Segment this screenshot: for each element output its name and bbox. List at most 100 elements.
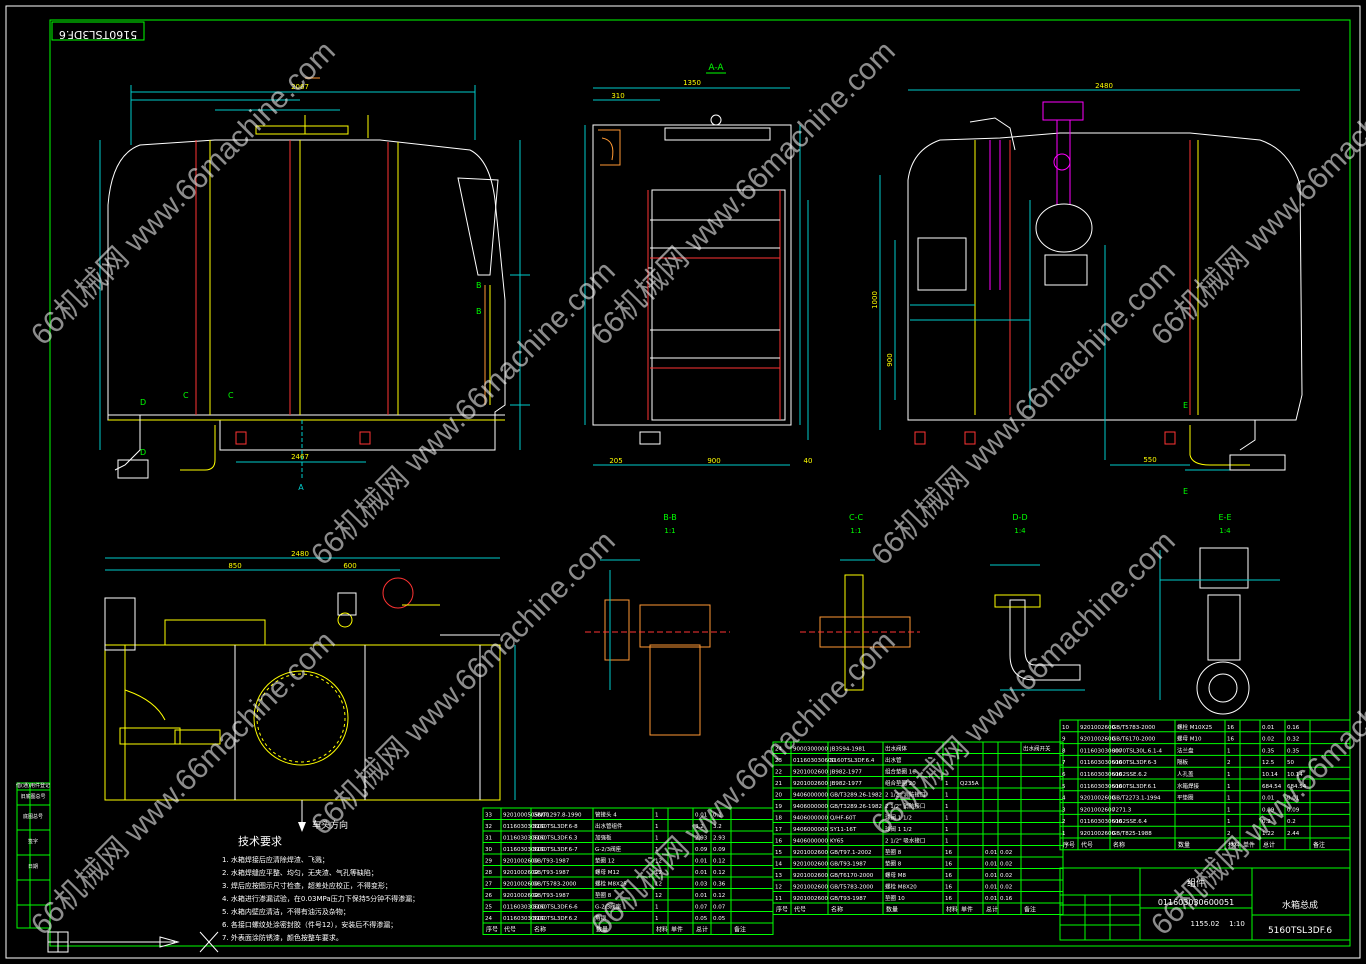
table-cell: 2 — [1227, 760, 1231, 766]
table-cell: 10.14 — [1287, 772, 1303, 778]
plan-dim-a: 850 — [228, 562, 241, 570]
tb-part-no: 011603030600051 — [1158, 898, 1234, 907]
bb-section: B-B 1:1 — [585, 513, 730, 736]
marker-c1: C — [183, 391, 189, 400]
table-cell: 平垫圈 — [1177, 794, 1194, 802]
side-dim-top: 2480 — [1095, 82, 1113, 90]
table-cell: 16 — [1227, 737, 1234, 743]
table-cell: 2 — [1227, 831, 1231, 837]
table-cell: 9406000000 — [793, 839, 828, 845]
table-cell: 16 — [945, 850, 952, 856]
table-header-cell: 材料 — [656, 926, 668, 934]
table-cell: 9201002600 — [1080, 807, 1115, 813]
table-cell: 30 — [485, 847, 492, 853]
table-cell: JB982-1977 — [829, 781, 862, 787]
table-header-cell: 备注 — [734, 926, 746, 934]
table-header-cell: 序号 — [486, 926, 498, 934]
table-cell: 7 — [1062, 760, 1066, 766]
table-cell: 12 — [775, 885, 782, 891]
table-cell: 0.01 — [695, 893, 707, 899]
bb-title: B-B — [663, 513, 677, 522]
table-cell: 011603030600 — [503, 847, 545, 853]
table-cell: GB/T1297.8-1990 — [533, 813, 582, 819]
table-cell: 2 1/2" 消防接口 — [885, 791, 925, 799]
marker-e2: E — [1183, 487, 1188, 496]
table-cell: 螺栓 M8X20 — [885, 883, 917, 891]
tech-requirement-line: 4. 水箱进行渗漏试验，在0.03MPa压力下保持5分钟不得渗漏； — [222, 894, 419, 903]
tech-title: 技术要求 — [238, 835, 282, 848]
table-cell: 16 — [945, 896, 952, 902]
marker-c2: C — [228, 391, 234, 400]
table-cell: 1 — [1227, 784, 1231, 790]
table-cell: 9201002600 — [503, 893, 538, 899]
table-cell: 2.93 — [713, 836, 726, 842]
table-cell: 1 — [655, 813, 659, 819]
dd-title: D-D — [1012, 513, 1027, 522]
side-dim-a: 900 — [886, 353, 894, 366]
table-cell: 0.02 — [1000, 862, 1012, 868]
table-cell: GB/T5783-2000 — [533, 882, 577, 888]
table-cell: 10.14 — [1262, 772, 1278, 778]
table-cell: 0.01 — [695, 870, 707, 876]
table-cell: 9201002600 — [793, 770, 828, 776]
dd-scale: 1:4 — [1014, 527, 1026, 535]
driving-direction: 车头方向 — [312, 819, 348, 831]
table-cell: 0.09 — [695, 847, 708, 853]
table-cell: 出水管 — [885, 756, 902, 764]
table-cell: 1 — [1062, 831, 1066, 837]
table-cell: 13 — [775, 873, 782, 879]
table-cell: 出水阀开关 — [1023, 745, 1051, 753]
dd-section: D-D 1:4 — [990, 513, 1085, 691]
table-cell: 3.2 — [713, 824, 722, 830]
left-strip-label: 底图总号 — [23, 813, 43, 820]
table-cell: 12 — [655, 882, 662, 888]
table-cell: 7271.3 — [1112, 807, 1132, 813]
plan-dim-top: 2480 — [291, 550, 309, 558]
table-cell: 011603030600 — [503, 916, 545, 922]
table-cell: 23 — [775, 758, 782, 764]
table-cell: 22 — [775, 770, 782, 776]
table-cell: GB/T6170-2000 — [1112, 737, 1156, 743]
table-cell: 5160TSL3DF.6-3 — [1112, 760, 1157, 766]
table-header-cell: 名称 — [1113, 841, 1125, 849]
table-cell: 0.01 — [985, 873, 997, 879]
table-border — [772, 741, 1064, 915]
table-cell: 球阀 1 1/2 — [885, 814, 912, 822]
table-cell: 螺母 M12 — [595, 868, 620, 876]
table-cell: 19 — [775, 804, 782, 810]
table-cell: GB/T93-1987 — [830, 862, 867, 868]
table-cell: 3070TSL30L.6.1-4 — [1112, 748, 1162, 754]
table-cell: 法兰盘 — [1177, 746, 1194, 754]
table-cell: 5160TSL3DF.6.2 — [533, 916, 577, 922]
table-cell: 9201002600 — [1080, 831, 1115, 837]
table-cell: 0.05 — [713, 916, 726, 922]
table-cell: 2.44 — [1287, 831, 1300, 837]
table-cell: 5160TSL3DF.6.4 — [830, 758, 875, 764]
marker-d2: D — [140, 448, 146, 457]
table-cell: 出水管组件 — [595, 822, 623, 830]
table-cell: 2 1/2" 吸水接口 — [885, 837, 925, 845]
table-cell: 1 — [945, 827, 949, 833]
table-cell: 50 — [1287, 760, 1294, 766]
table-cell: G-2/3阀座 — [595, 845, 622, 853]
table-cell: 27 — [485, 882, 492, 888]
table-cell: 1 — [655, 905, 659, 911]
table-cell: 9201002600 — [503, 859, 538, 865]
table-cell: 0.12 — [713, 859, 725, 865]
front-view: 2067 2467 A — [99, 77, 530, 492]
table-cell: 1 — [1227, 772, 1231, 778]
table-cell: 011603030600 — [1080, 748, 1122, 754]
table-cell: 011603030600 — [503, 905, 545, 911]
table-cell: GB/T93-1987 — [533, 893, 570, 899]
table-cell: 人孔盖 — [1177, 770, 1194, 778]
tb-scale: 1:10 — [1229, 920, 1245, 928]
table-cell: GB/T825-1988 — [1112, 831, 1152, 837]
table-header-cell: 名称 — [534, 926, 546, 934]
table-cell: Q/HF-60T — [830, 816, 856, 822]
table-cell: 2 — [1062, 819, 1066, 825]
table-cell: 14 — [775, 862, 782, 868]
table-cell: 16 — [1227, 725, 1234, 731]
watermark-text: 66机械网 www.66machine.com — [865, 255, 1182, 572]
